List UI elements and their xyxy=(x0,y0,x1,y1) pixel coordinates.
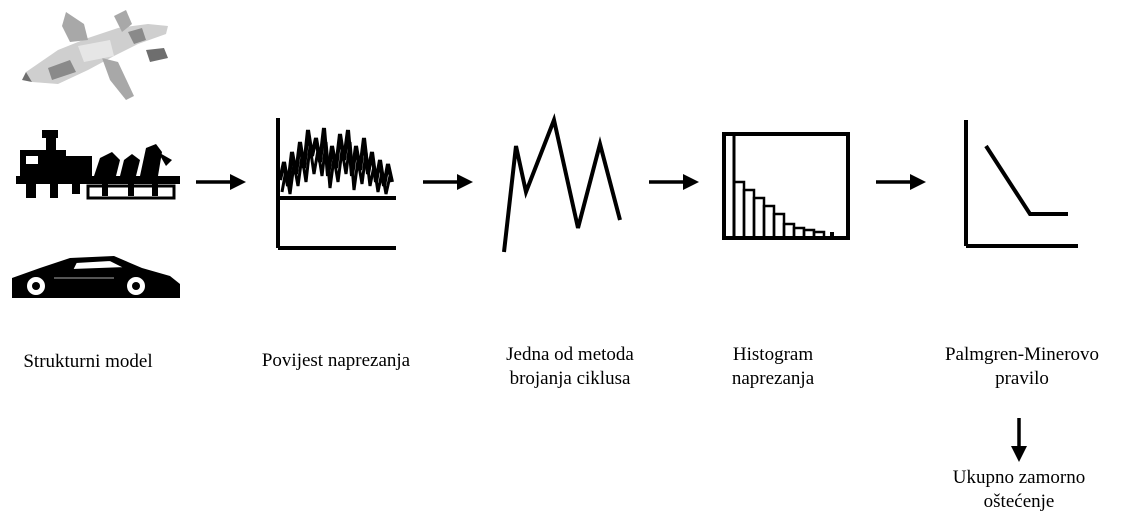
arrow-right-icon xyxy=(196,174,246,190)
step-label-histogram: Histogram naprezanja xyxy=(731,344,815,389)
step-label-palmgren-miner: Palmgren-Minerovo pravilo xyxy=(944,344,1100,389)
histogram-icon xyxy=(722,132,850,240)
stress-history-icon xyxy=(276,118,396,250)
cycle-counting-icon xyxy=(502,113,622,253)
arrow-down-icon xyxy=(1011,418,1027,462)
step-label-metoda-brojanja: Jedna od metoda brojanja ciklusa xyxy=(506,344,634,389)
step-label-strukturni-model: Strukturni model xyxy=(23,351,153,372)
palmgren-miner-curve-icon xyxy=(964,120,1078,248)
result-label: Ukupno zamorno oštećenje xyxy=(952,467,1086,512)
arrow-right-icon xyxy=(423,174,473,190)
race-car-icon xyxy=(12,256,180,298)
arrow-right-icon xyxy=(649,174,699,190)
machinery-icon xyxy=(16,130,180,200)
step-label-povijest-naprezanja: Povijest naprezanja xyxy=(261,350,411,371)
arrow-right-icon xyxy=(876,174,926,190)
airplane-icon xyxy=(22,10,168,100)
